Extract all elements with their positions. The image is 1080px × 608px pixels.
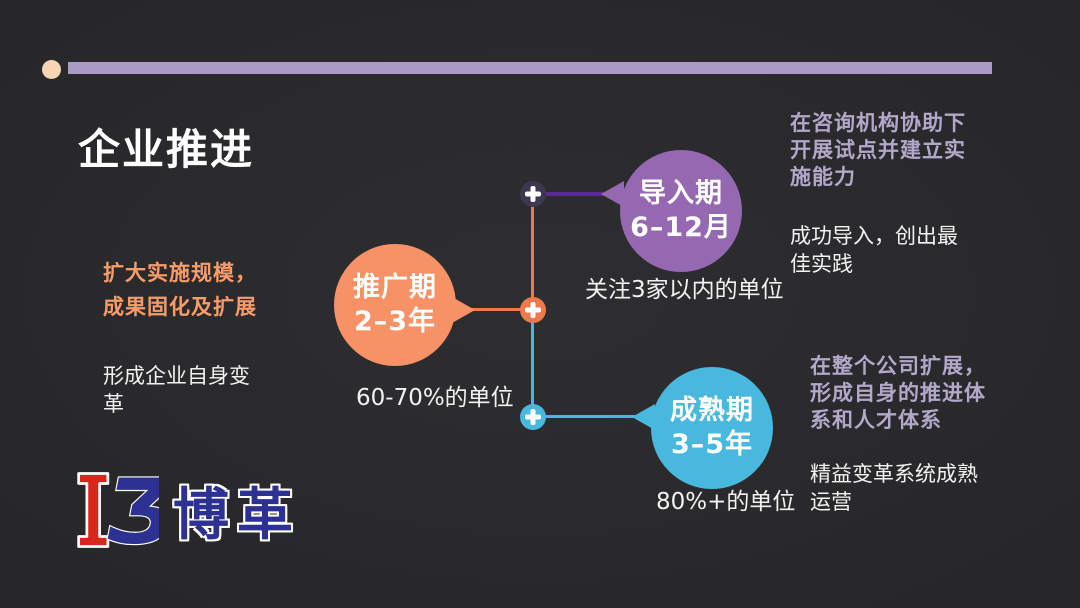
bubble-tail-icon xyxy=(601,181,624,207)
phase-bubble-maturity: 成熟期 3–5年 xyxy=(632,367,773,489)
logo-mark-icon: Ʒ xyxy=(77,466,159,554)
phase-label-maturity: 成熟期 3–5年 xyxy=(670,395,754,460)
connector-vertical-import-promotion xyxy=(531,194,534,310)
logo-red-i-shape xyxy=(77,472,110,548)
plus-node-promotion xyxy=(520,297,546,323)
phase-bubble-promotion: 推广期 2–3年 xyxy=(334,244,475,366)
plus-icon xyxy=(530,302,536,318)
phase-label-import: 导入期 6–12月 xyxy=(630,178,732,243)
logo-text: 博革 xyxy=(173,482,301,548)
connector-horizontal-maturity xyxy=(533,415,655,418)
phase-bubble-import: 导入期 6–12月 xyxy=(601,150,742,272)
annotation-import-bold: 在咨询机构协助下 开展试点并建立实 施能力 xyxy=(790,111,966,189)
plus-icon xyxy=(530,409,536,425)
bubble-tail-icon xyxy=(632,404,655,430)
bubble-tail-icon xyxy=(452,297,475,323)
phase-caption-promotion: 60-70%的单位 xyxy=(356,385,514,411)
phase-caption-maturity: 80%+的单位 xyxy=(656,489,796,515)
plus-node-maturity xyxy=(520,404,546,430)
annotation-promotion-normal: 形成企业自身变 革 xyxy=(103,364,250,416)
connector-horizontal-import xyxy=(533,192,619,196)
logo-blue-glyph: Ʒ xyxy=(106,466,159,554)
plus-node-import xyxy=(520,181,546,207)
annotation-promotion-bold: 扩大实施规模， 成果固化及扩展 xyxy=(103,261,257,319)
accent-bar xyxy=(68,62,992,74)
annotation-maturity-normal: 精益变革系统成熟 运营 xyxy=(810,462,978,514)
connector-vertical-promotion-maturity xyxy=(531,310,534,417)
phase-caption-import: 关注3家以内的单位 xyxy=(585,277,784,303)
connector-horizontal-promotion xyxy=(460,308,533,311)
phase-label-promotion: 推广期 2–3年 xyxy=(353,272,437,337)
accent-dot xyxy=(42,60,61,79)
annotation-maturity-bold: 在整个公司扩展， 形成自身的推进体 系和人才体系 xyxy=(810,354,986,432)
logo: Ʒ 博革 xyxy=(75,466,301,554)
page-title: 企业推进 xyxy=(78,125,255,174)
annotation-import-normal: 成功导入，创出最 佳实践 xyxy=(790,224,958,276)
plus-icon xyxy=(530,186,536,202)
